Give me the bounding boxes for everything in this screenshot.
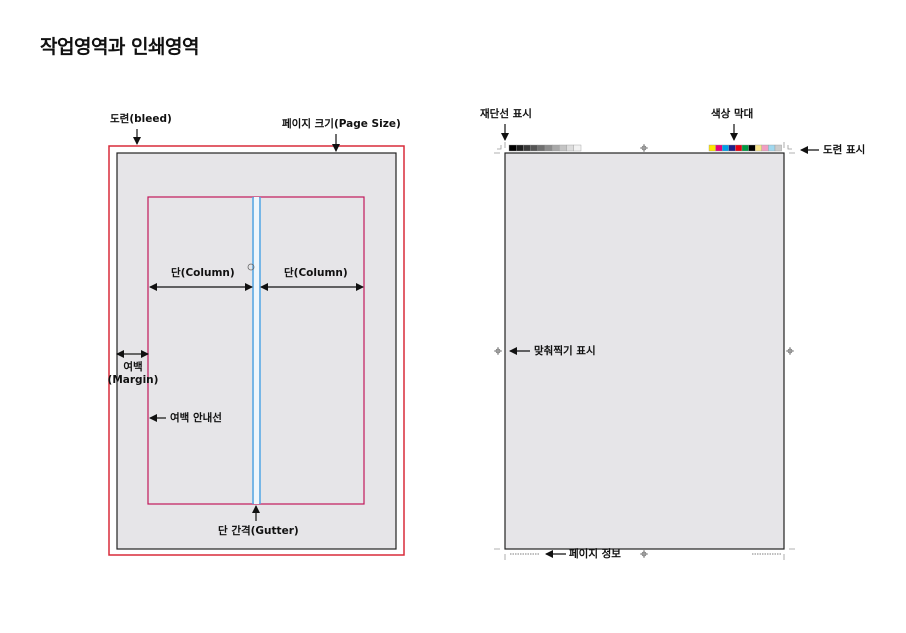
grayscale-swatch <box>537 144 546 152</box>
grayscale-swatch <box>573 144 582 152</box>
grayscale-swatch <box>508 144 517 152</box>
registration-mark-bottom <box>640 550 648 558</box>
grayscale-swatch <box>523 144 531 152</box>
color-swatch <box>748 144 756 152</box>
page-title: 작업영역과 인쇄영역 <box>40 36 199 58</box>
registration-mark-top <box>640 144 648 152</box>
color-swatch <box>735 144 743 152</box>
registration-marks-label: 맞춰찍기 표시 <box>534 345 596 357</box>
crop-marks-label: 재단선 표시 <box>480 108 532 120</box>
color-swatch <box>768 144 776 152</box>
gutter-fill <box>254 197 259 504</box>
grayscale-swatch <box>559 144 567 152</box>
color-swatch <box>741 144 749 152</box>
grayscale-swatch <box>552 144 560 152</box>
gutter-label: 단 간격(Gutter) <box>218 525 299 537</box>
registration-mark-right <box>786 347 794 355</box>
color-swatch <box>722 144 730 152</box>
margin-guide-label: 여백 안내선 <box>170 412 222 424</box>
margin-label-line2: (Margin) <box>107 374 159 386</box>
color-swatch <box>761 144 769 152</box>
color-bar-label: 색상 막대 <box>711 108 754 120</box>
color-swatch <box>708 144 716 152</box>
color-bar <box>708 144 782 152</box>
column-right-label: 단(Column) <box>284 267 348 279</box>
margin-label-line1: 여백 <box>123 361 143 373</box>
grayscale-bar <box>508 144 582 152</box>
grayscale-swatch <box>516 144 524 152</box>
registration-mark-left <box>494 347 502 355</box>
print-page-area <box>504 152 785 550</box>
crop-marks <box>494 142 795 560</box>
grayscale-swatch <box>544 144 553 152</box>
color-swatch <box>728 144 736 152</box>
color-swatch <box>755 144 763 152</box>
bleed-marks-label: 도련 표시 <box>823 144 866 156</box>
color-swatch <box>774 144 782 152</box>
grayscale-swatch <box>566 144 574 152</box>
page-size-label: 페이지 크기(Page Size) <box>282 118 401 130</box>
grayscale-swatch <box>530 144 538 152</box>
bleed-label: 도련(bleed) <box>110 113 172 125</box>
color-swatch <box>715 144 723 152</box>
hand-cursor-icon <box>247 263 255 271</box>
page-info-label: 페이지 정보 <box>569 548 621 560</box>
column-left-label: 단(Column) <box>171 267 235 279</box>
